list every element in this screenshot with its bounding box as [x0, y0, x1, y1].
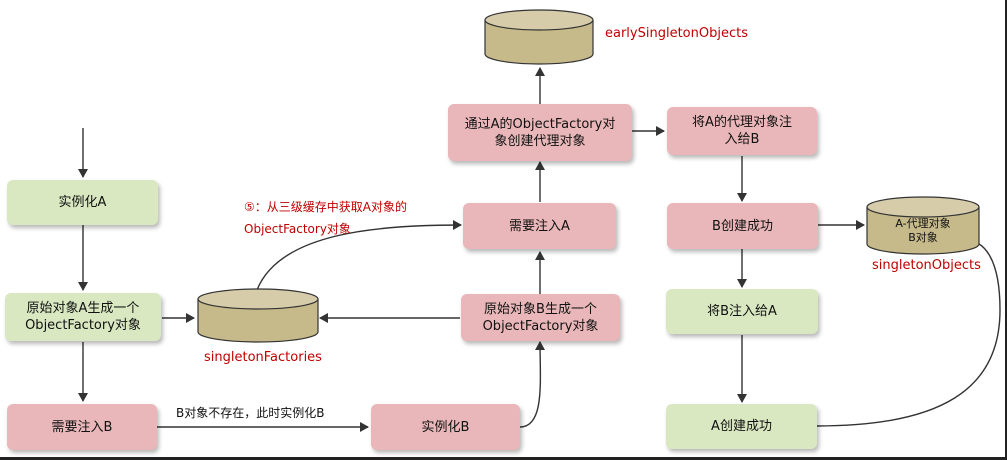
node-create-proxy: 通过A的ObjectFactory对 象创建代理对象: [448, 104, 632, 161]
node-create-proxy-text: 通过A的ObjectFactory对 象创建代理对象: [464, 116, 616, 149]
node-inject-proxy-text: 将A的代理对象注 入给B: [692, 115, 792, 147]
node-inject-proxy: 将A的代理对象注 入给B: [667, 107, 817, 155]
node-raw-a-factory-text: 原始对象A生成一个 ObjectFactory对象: [25, 301, 141, 333]
node-need-inject-a: 需要注入A: [463, 203, 616, 249]
cache-singleton-factories-icon: [197, 288, 319, 343]
frame-right-edge: [1005, 0, 1007, 460]
node-raw-b-factory: 原始对象B生成一个 ObjectFactory对象: [461, 294, 620, 341]
node-instantiate-a-text: 实例化A: [58, 195, 107, 210]
node-need-inject-b: 需要注入B: [7, 404, 157, 450]
node-raw-b-factory-text: 原始对象B生成一个 ObjectFactory对象: [482, 301, 599, 334]
arrow-factories-to-need-a: [256, 220, 462, 291]
node-b-created-text: B创建成功: [712, 218, 773, 234]
node-b-created: B创建成功: [667, 203, 818, 249]
arrow-a-created-to-singletons: [816, 235, 1001, 427]
cache-singleton-objects-content: A-代理对象 B对象: [895, 217, 951, 244]
edge-label-b-not-exist: B对象不存在，此时实例化B: [176, 406, 325, 420]
node-need-inject-a-text: 需要注入A: [509, 218, 570, 234]
cache-label-singletons: singletonObjects: [872, 258, 981, 273]
frame-bottom-edge: [0, 457, 1007, 460]
cache-label-early: earlySingletonObjects: [605, 26, 748, 41]
node-inject-b-to-a-text: 将B注入给A: [707, 304, 777, 319]
node-a-created: A创建成功: [666, 404, 817, 449]
node-a-created-text: A创建成功: [711, 419, 772, 434]
node-inject-b-to-a: 将B注入给A: [666, 289, 818, 334]
node-instantiate-b-text: 实例化B: [421, 419, 470, 435]
cache-singleton-objects-icon: [866, 196, 980, 255]
node-need-inject-b-text: 需要注入B: [51, 419, 113, 435]
edge-label-step5: ⑤：从三级缓存中获取A对象的 ObjectFactory对象: [244, 200, 407, 236]
node-raw-a-factory: 原始对象A生成一个 ObjectFactory对象: [5, 293, 161, 341]
cache-early-singleton-objects-icon: [484, 9, 594, 65]
arrow-instantiate-b-to-raw-b: [519, 341, 546, 428]
node-instantiate-a: 实例化A: [7, 180, 158, 225]
cache-label-factories: singletonFactories: [204, 350, 322, 365]
node-instantiate-b: 实例化B: [371, 404, 520, 450]
